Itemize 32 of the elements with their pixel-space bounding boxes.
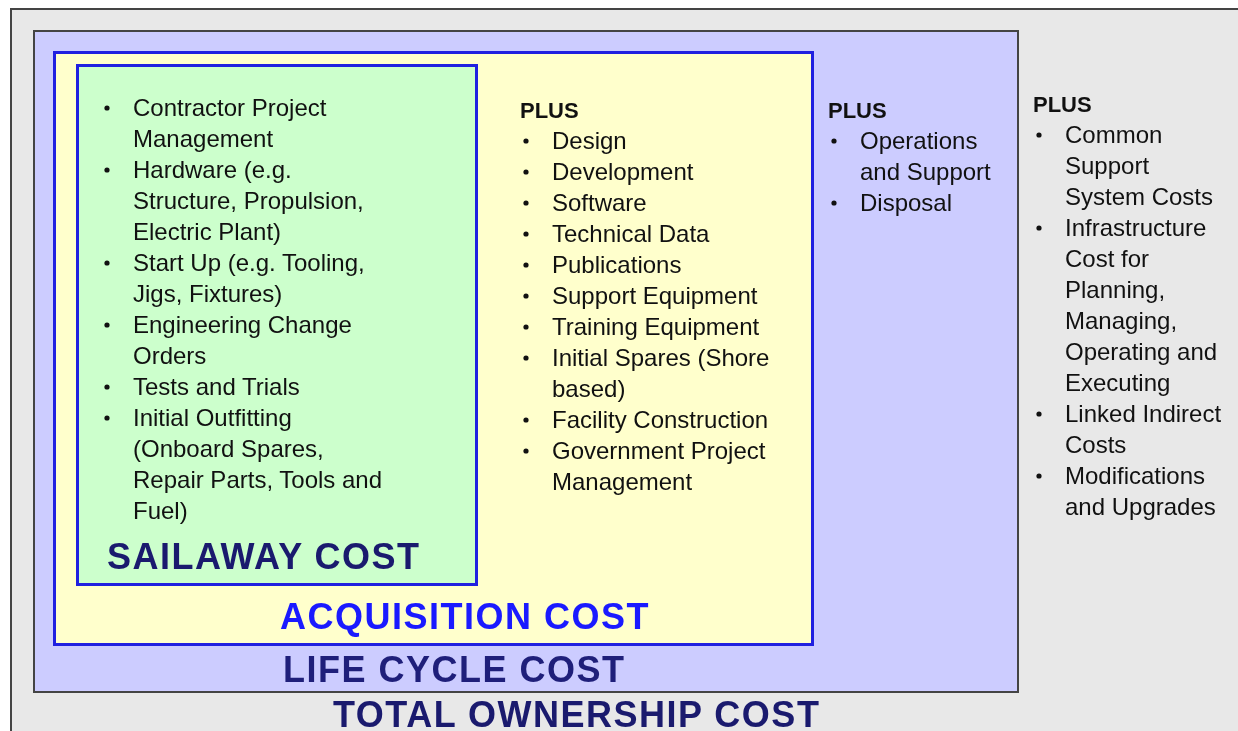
cost-title: TOTAL OWNERSHIP COST	[333, 699, 821, 731]
cost-panel	[53, 51, 814, 646]
section-heading: PLUS	[1033, 91, 1093, 119]
list-item: Support Equipment	[552, 281, 759, 311]
list-item: Development	[552, 157, 695, 187]
list-item: Disposal	[860, 188, 954, 218]
list-item: Linked Indirect Costs	[1065, 399, 1223, 460]
list-item: Publications	[552, 250, 683, 280]
list-item: Operations and Support	[860, 126, 992, 187]
list-item: Software	[552, 188, 648, 218]
cost-title: SAILAWAY COST	[107, 541, 421, 573]
list-item: Initial Outfitting (Onboard Spares, Repair Parts, Tools and Fuel)	[133, 403, 384, 526]
list-item: Contractor Project Management	[133, 93, 328, 154]
list-item: Facility Construction	[552, 405, 770, 435]
section-heading: PLUS	[520, 97, 580, 125]
cost-panel	[33, 30, 1019, 693]
list-item: Design	[552, 126, 628, 156]
list-item: Technical Data	[552, 219, 711, 249]
list-item: Common Support System Costs	[1065, 120, 1215, 212]
cost-title: LIFE CYCLE COST	[283, 654, 626, 686]
list-item: Modifications and Upgrades	[1065, 461, 1217, 522]
list-item: Infrastructure Cost for Planning, Managing, Operating and Executing	[1065, 213, 1219, 398]
list-item: Tests and Trials	[133, 372, 301, 402]
cost-panel	[10, 8, 1238, 731]
list-item: Start Up (e.g. Tooling, Jigs, Fixtures)	[133, 248, 366, 309]
cost-panel	[76, 64, 478, 586]
list-item: Initial Spares (Shore based)	[552, 343, 771, 404]
list-item: Government Project Management	[552, 436, 767, 497]
list-item: Hardware (e.g. Structure, Propulsion, Electric Plant)	[133, 155, 365, 247]
section-heading: PLUS	[828, 97, 888, 125]
list-item: Training Equipment	[552, 312, 761, 342]
list-item: Engineering Change Orders	[133, 310, 353, 371]
